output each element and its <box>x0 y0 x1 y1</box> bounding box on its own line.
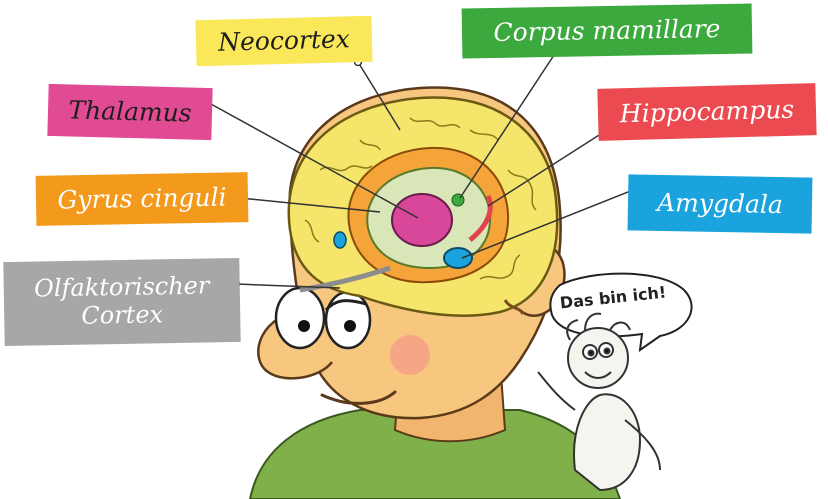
label-hippocampus: Hippocampus <box>597 83 816 141</box>
label-olfaktorischer-cortex-line2: Cortex <box>81 301 163 330</box>
label-thalamus-text: Thalamus <box>68 96 192 128</box>
label-gyrus-cinguli: Gyrus cinguli <box>36 172 249 226</box>
label-hippocampus-text: Hippocampus <box>619 95 794 128</box>
left-eye <box>276 288 324 348</box>
right-pupil <box>344 320 356 332</box>
cheek <box>390 335 430 375</box>
brain-amygdala <box>444 248 472 268</box>
label-thalamus: Thalamus <box>47 84 212 140</box>
label-gyrus-cinguli-text: Gyrus cinguli <box>57 183 227 215</box>
label-olfaktorischer-cortex-line1: Olfaktorischer <box>34 273 210 304</box>
label-neocortex-text: Neocortex <box>218 25 350 57</box>
label-corpus-mamillare-text: Corpus mamillare <box>493 15 720 48</box>
label-olfaktorischer-cortex: Olfaktorischer Cortex <box>3 258 240 346</box>
label-amygdala-text: Amygdala <box>657 189 783 220</box>
label-neocortex: Neocortex <box>195 16 372 67</box>
label-amygdala: Amygdala <box>628 174 813 233</box>
left-pupil <box>298 320 310 332</box>
brain-amygdala-small <box>334 232 346 248</box>
brain-thalamus <box>392 194 452 246</box>
label-corpus-mamillare: Corpus mamillare <box>462 3 753 58</box>
